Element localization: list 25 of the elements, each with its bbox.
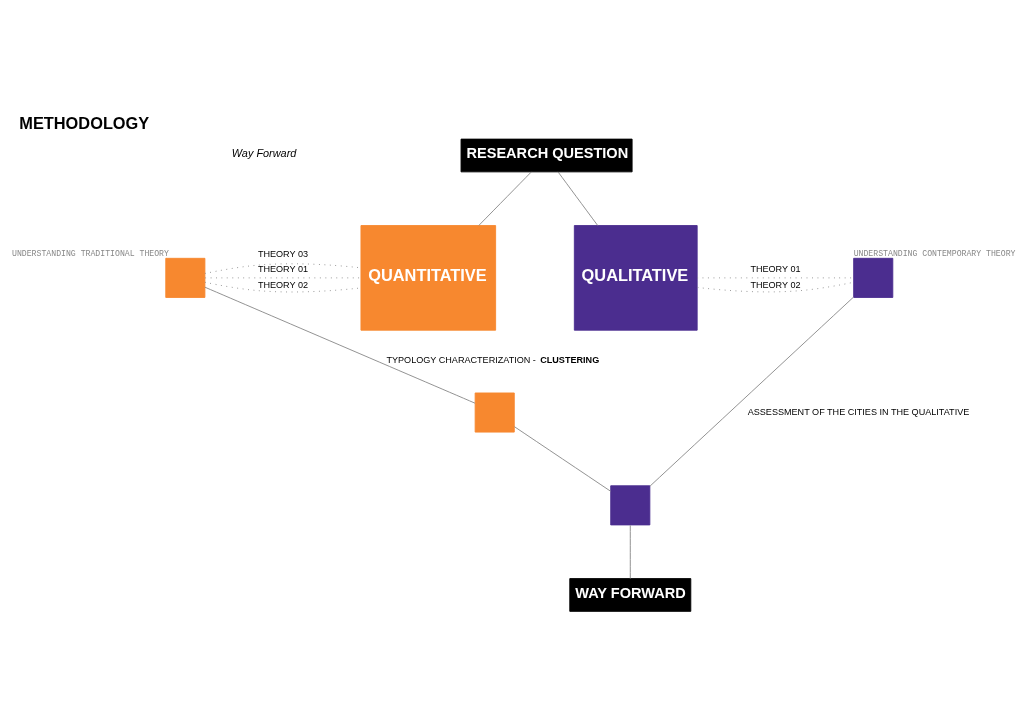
- edge-label: THEORY 02: [257, 279, 309, 290]
- edge-label: THEORY 03: [257, 248, 309, 259]
- node-box: QUALITATIVE: [573, 225, 698, 331]
- diagram-title: METHODOLOGY: [19, 114, 150, 133]
- edge-label: THEORY 01: [257, 264, 309, 275]
- connector: [513, 426, 611, 492]
- label: Way Forward: [231, 147, 297, 160]
- node-label: UNDERSTANDING CONTEMPORARY THEORY: [853, 248, 1016, 258]
- connector: [649, 296, 854, 487]
- edge-label: THEORY 02: [750, 279, 801, 290]
- connector: [629, 524, 631, 580]
- connector: [204, 286, 476, 404]
- edge-label: THEORY 01: [750, 264, 801, 275]
- node-box: [853, 257, 894, 298]
- connector: [557, 171, 599, 226]
- connector: [478, 171, 532, 226]
- node-box: RESEARCH QUESTION: [460, 138, 633, 173]
- node-box: [610, 485, 651, 526]
- node-box: [165, 257, 206, 298]
- edge-label: ASSESSMENT OF THE CITIES IN THE QUALITATIVE: [747, 406, 970, 417]
- node-box: [474, 392, 515, 433]
- node-box: WAY FORWARD: [569, 578, 692, 612]
- node-box: QUANTITATIVE: [360, 225, 497, 331]
- node-label: UNDERSTANDING TRADITIONAL THEORY: [12, 248, 169, 258]
- edge-label: TYPOLOGY CHARACTERIZATION - CLUSTERING: [386, 354, 600, 365]
